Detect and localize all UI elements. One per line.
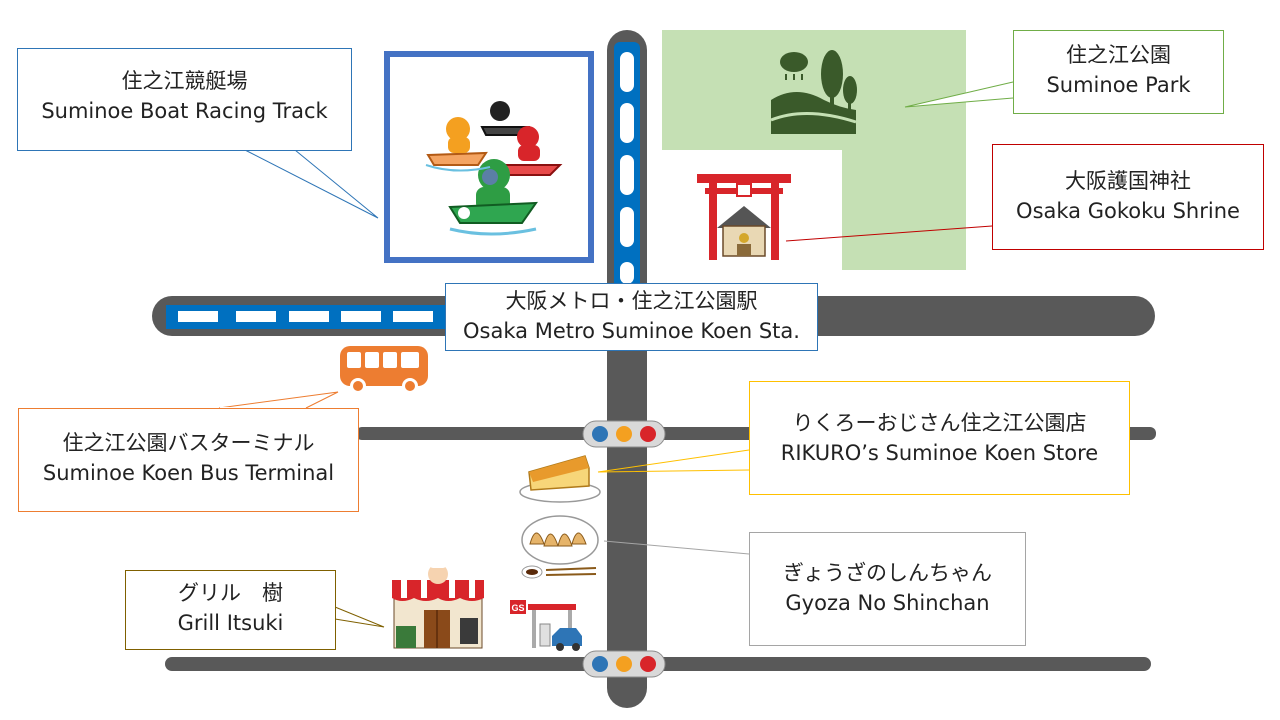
gyoza-jp: ぎょうざのしんちゃん — [783, 561, 992, 585]
rikuro-en: RIKURO’s Suminoe Koen Store — [780, 441, 1099, 465]
park-area — [662, 30, 966, 270]
station-en: Osaka Metro Suminoe Koen Sta. — [463, 319, 800, 343]
rail-line-vertical — [614, 42, 640, 288]
grill-callout[interactable] — [125, 570, 336, 650]
grill-label: グリル 樹 Grill Itsuki — [125, 578, 336, 638]
bus-terminal-callout[interactable] — [18, 408, 359, 512]
park-tree-icon[interactable] — [766, 48, 860, 134]
bus-terminal-jp: 住之江公園バスターミナル — [62, 431, 315, 455]
station-callout[interactable] — [445, 283, 818, 351]
shrine-en: Osaka Gokoku Shrine — [1016, 199, 1240, 223]
gyoza-callout-line — [603, 540, 750, 555]
grill-en: Grill Itsuki — [177, 611, 284, 635]
shrine-jp: 大阪護国神社 — [1065, 169, 1191, 193]
gas-station-icon[interactable]: GS — [510, 600, 584, 652]
shrine-callout[interactable] — [992, 144, 1264, 250]
rikuro-callout[interactable] — [749, 381, 1130, 495]
park-jp: 住之江公園 — [1066, 43, 1171, 67]
boat-racing-callout[interactable] — [17, 48, 352, 151]
boat-racing-frame[interactable] — [384, 51, 594, 263]
shrine-torii-icon[interactable] — [697, 172, 791, 260]
boat-callout-tail — [244, 149, 379, 219]
boat-racing-icon — [425, 101, 563, 236]
gyoza-en: Gyoza No Shinchan — [785, 591, 990, 615]
traffic-signal-lower-icon — [582, 650, 666, 678]
restaurant-icon[interactable] — [390, 562, 486, 650]
park-label: 住之江公園 Suminoe Park — [1013, 40, 1224, 100]
station-jp: 大阪メトロ・住之江公園駅 — [505, 289, 758, 313]
park-callout[interactable] — [1013, 30, 1224, 114]
bus-callout-tail — [218, 391, 339, 409]
bus-icon[interactable] — [338, 344, 430, 396]
grill-jp: グリル 樹 — [178, 581, 283, 605]
gyoza-icon[interactable] — [520, 514, 600, 584]
gyoza-callout[interactable] — [749, 532, 1026, 646]
cheesecake-icon[interactable] — [519, 450, 601, 504]
shrine-label: 大阪護国神社 Osaka Gokoku Shrine — [992, 166, 1264, 226]
boat-racing-en: Suminoe Boat Racing Track — [41, 99, 328, 123]
station-label: 大阪メトロ・住之江公園駅 Osaka Metro Suminoe Koen St… — [445, 286, 818, 346]
rail-line-horizontal — [166, 305, 450, 329]
rikuro-label: りくろーおじさん住之江公園店 RIKURO’s Suminoe Koen Sto… — [749, 408, 1130, 468]
grill-callout-tail — [334, 606, 385, 628]
park-en: Suminoe Park — [1046, 73, 1191, 97]
bus-terminal-label: 住之江公園バスターミナル Suminoe Koen Bus Terminal — [18, 428, 359, 488]
traffic-signal-upper-icon — [582, 420, 666, 448]
shrine-callout-line — [785, 225, 993, 242]
boat-racing-label: 住之江競艇場 Suminoe Boat Racing Track — [17, 66, 352, 126]
bus-terminal-en: Suminoe Koen Bus Terminal — [42, 461, 335, 485]
boat-racing-jp: 住之江競艇場 — [121, 69, 248, 93]
gas-station-sign: GS — [511, 603, 524, 613]
gyoza-label: ぎょうざのしんちゃん Gyoza No Shinchan — [749, 558, 1026, 618]
rikuro-callout-line — [597, 449, 750, 473]
rikuro-jp: りくろーおじさん住之江公園店 — [792, 411, 1087, 435]
park-callout-tail — [904, 81, 1014, 108]
